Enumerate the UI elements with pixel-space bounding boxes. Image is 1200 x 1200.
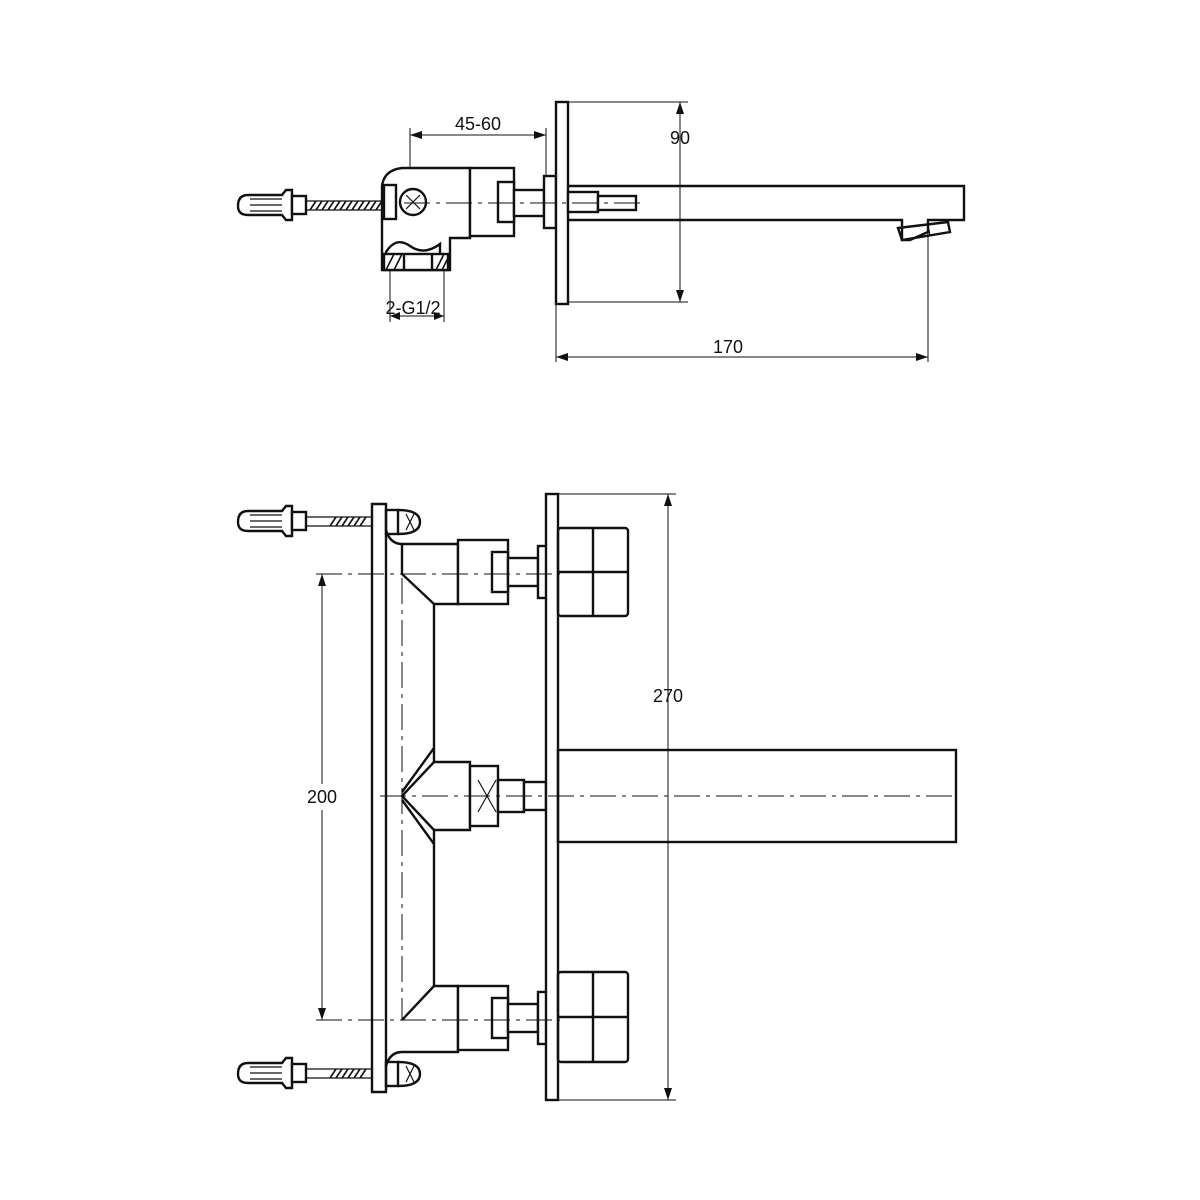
side-valve-body <box>380 166 558 272</box>
dim-centers: 200 <box>302 574 342 1020</box>
front-wall-anchor-bottom <box>236 1056 422 1090</box>
dim-wall-adjust: 45-60 <box>409 114 547 176</box>
dim-plate-height-label: 90 <box>670 128 690 148</box>
front-view: 270 200 <box>236 492 958 1102</box>
side-view: 45-60 90 2-G1/2 170 <box>236 100 966 362</box>
dim-wall-adjust-label: 45-60 <box>455 114 501 134</box>
dim-spout-projection: 170 <box>555 232 929 362</box>
dim-thread: 2-G1/2 <box>385 270 445 322</box>
front-wall-anchor-top <box>236 504 422 538</box>
dim-overall-height-label: 270 <box>653 686 683 706</box>
front-handle-top <box>556 526 630 618</box>
dim-thread-label: 2-G1/2 <box>385 298 440 318</box>
front-valve-body <box>400 538 550 1054</box>
dim-centers-label: 200 <box>307 787 337 807</box>
front-mounting-rail <box>370 502 388 1094</box>
front-handle-bottom <box>556 970 630 1064</box>
dim-overall-height: 270 <box>558 493 683 1101</box>
dim-spout-projection-label: 170 <box>713 337 743 357</box>
dim-plate-height: 90 <box>568 101 690 303</box>
side-wall-plug <box>236 188 308 222</box>
front-cover-plate <box>544 492 560 1102</box>
side-spout <box>566 184 966 242</box>
side-threaded-rod <box>306 200 386 211</box>
